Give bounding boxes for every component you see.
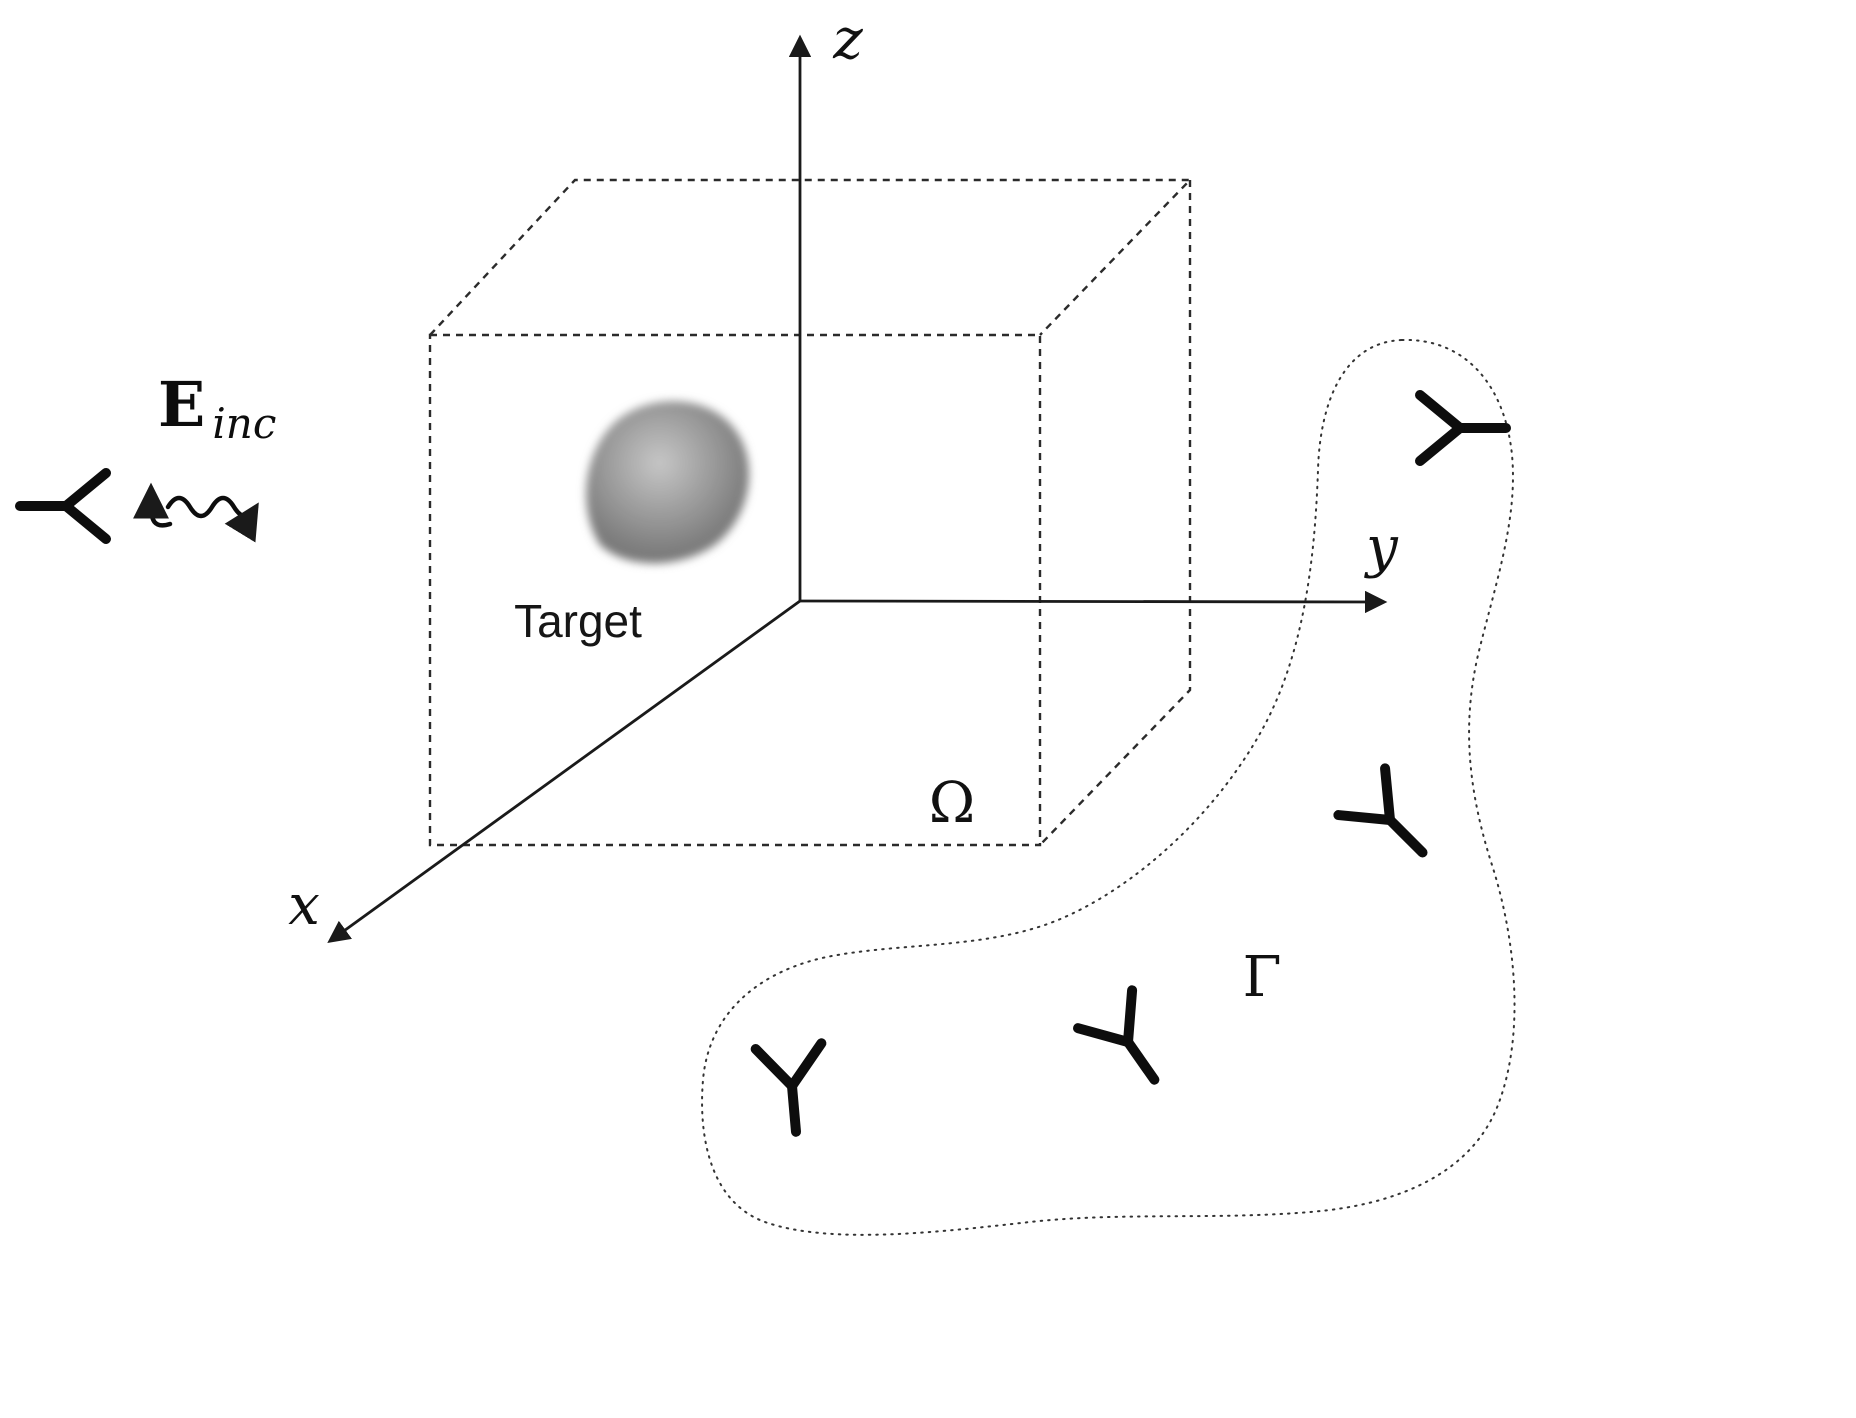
- x-axis-label: x: [288, 873, 320, 938]
- transmitter-antenna-icon: [20, 473, 106, 539]
- receiver-antenna-icon-3: [1078, 990, 1181, 1098]
- cube-front-face: [428, 333, 1042, 847]
- cube-top-face: [429, 178, 1193, 336]
- y-axis: [799, 590, 1388, 614]
- y-axis-label: y: [1363, 515, 1399, 580]
- target-blob: [586, 401, 750, 564]
- omega-cube: [428, 178, 1193, 847]
- target-label: Target: [514, 595, 642, 647]
- receiver-antenna-icon-1: [1420, 395, 1506, 461]
- polarization-up-arrow-icon: [133, 482, 173, 528]
- receiver-antenna-icon-2: [1338, 768, 1445, 875]
- gamma-region-boundary: [701, 338, 1516, 1236]
- wavy-arrow-icon: [165, 495, 259, 543]
- z-axis-label: z: [832, 7, 863, 72]
- incident-field-E: E: [158, 368, 205, 441]
- cube-right-face: [1039, 180, 1192, 846]
- x-axis: [327, 599, 801, 943]
- incident-field-label: E inc: [158, 368, 276, 448]
- receiver-antenna-icon-4: [756, 1043, 829, 1134]
- domain-omega-label: Ω: [929, 771, 975, 836]
- gamma-label: Γ: [1243, 945, 1282, 1010]
- incident-field-subscript: inc: [212, 399, 276, 448]
- coordinate-axes: [327, 34, 1388, 943]
